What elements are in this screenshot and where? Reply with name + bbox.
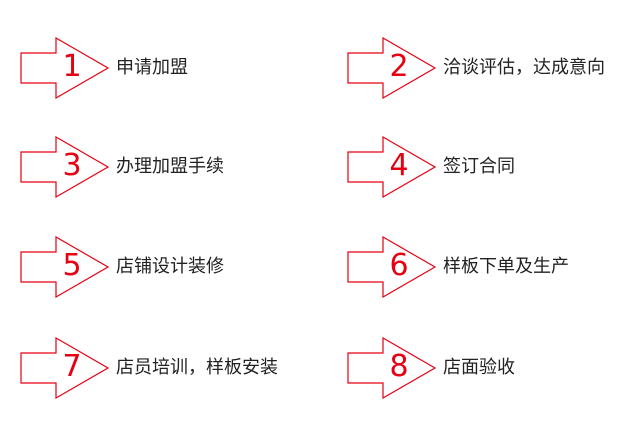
step-label: 店员培训，样板安装 bbox=[116, 357, 278, 378]
step-number: 6 bbox=[389, 248, 409, 283]
process-step-2: 2 洽谈评估，达成意向 bbox=[347, 37, 640, 101]
step-number: 1 bbox=[62, 49, 82, 84]
step-label: 店面验收 bbox=[443, 357, 515, 378]
step-number: 3 bbox=[62, 148, 82, 183]
arrow-icon bbox=[20, 337, 110, 399]
arrow-icon bbox=[347, 236, 437, 298]
process-step-5: 5 店铺设计装修 bbox=[20, 236, 320, 300]
step-number: 4 bbox=[389, 148, 409, 183]
arrow-icon bbox=[347, 136, 437, 198]
step-label: 签订合同 bbox=[443, 156, 515, 177]
process-step-4: 4 签订合同 bbox=[347, 136, 640, 200]
arrow-icon bbox=[20, 37, 110, 99]
step-label: 店铺设计装修 bbox=[116, 256, 224, 277]
step-number: 8 bbox=[389, 349, 409, 384]
process-step-7: 7 店员培训，样板安装 bbox=[20, 337, 320, 401]
step-label: 办理加盟手续 bbox=[116, 156, 224, 177]
arrow-icon bbox=[20, 136, 110, 198]
step-label: 样板下单及生产 bbox=[443, 256, 569, 277]
step-label: 洽谈评估，达成意向 bbox=[443, 57, 605, 78]
step-number: 2 bbox=[389, 49, 409, 84]
arrow-icon bbox=[347, 337, 437, 399]
process-step-6: 6 样板下单及生产 bbox=[347, 236, 640, 300]
process-step-3: 3 办理加盟手续 bbox=[20, 136, 320, 200]
step-number: 7 bbox=[62, 349, 82, 384]
step-number: 5 bbox=[62, 248, 82, 283]
step-label: 申请加盟 bbox=[116, 57, 188, 78]
arrow-icon bbox=[347, 37, 437, 99]
process-step-1: 1 申请加盟 bbox=[20, 37, 320, 101]
process-step-8: 8 店面验收 bbox=[347, 337, 640, 401]
arrow-icon bbox=[20, 236, 110, 298]
